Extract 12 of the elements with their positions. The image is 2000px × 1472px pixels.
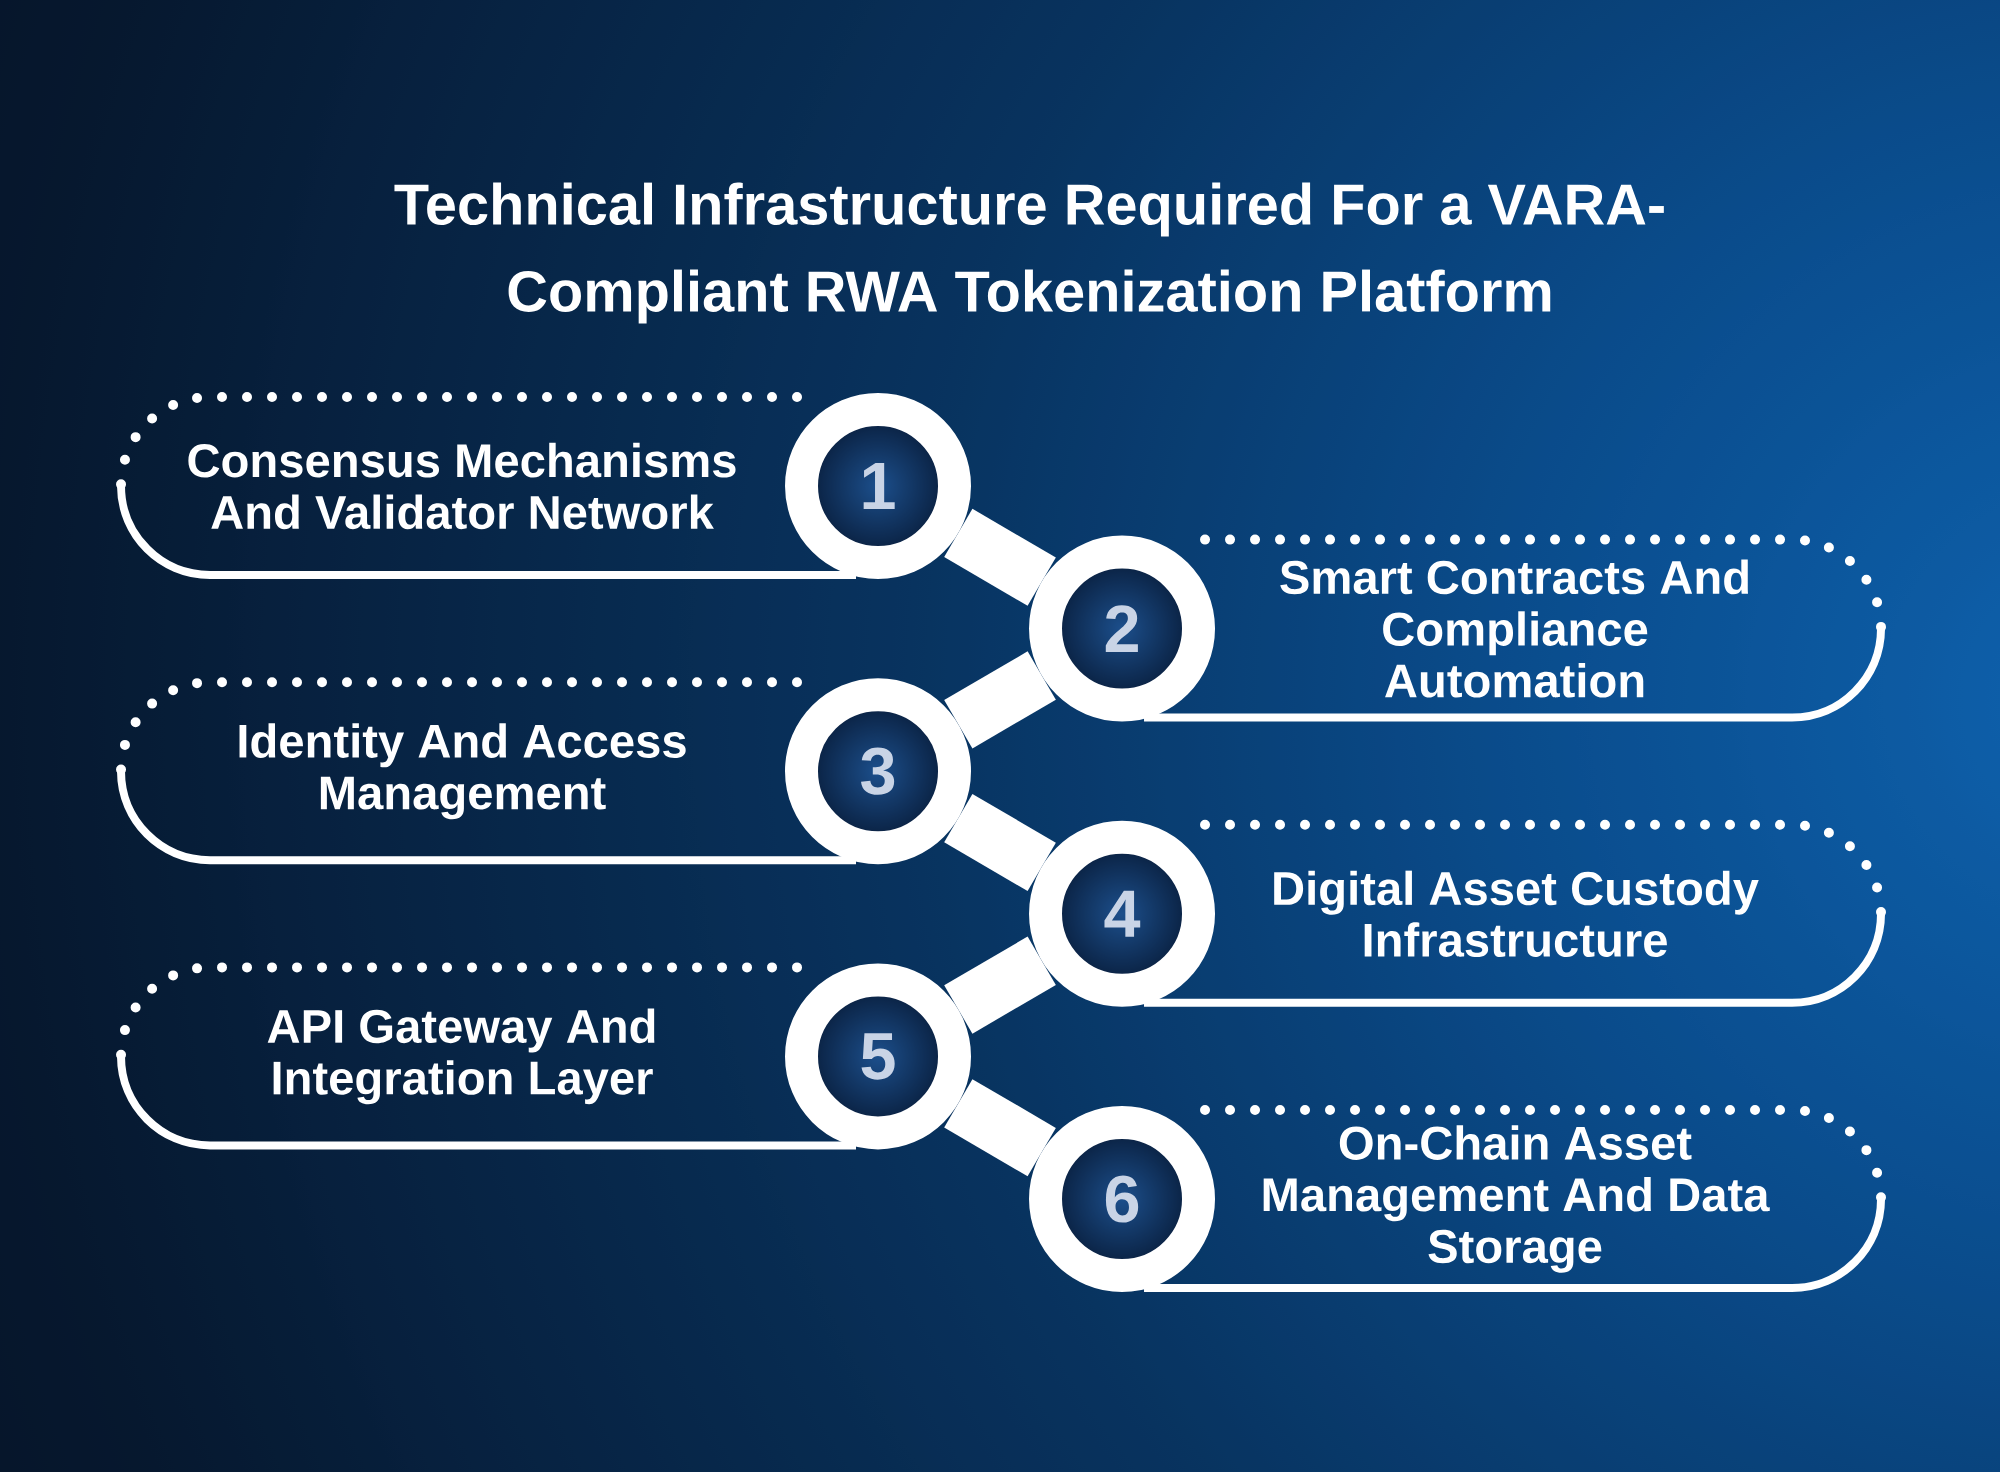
step-box: On-Chain Asset Management And Data Storage — [1144, 1105, 1886, 1292]
connector — [944, 793, 1056, 892]
step-box: Identity And Access Management — [116, 677, 856, 865]
step-box: Smart Contracts And Compliance Automation — [1144, 534, 1886, 722]
connector — [944, 651, 1056, 749]
connector — [944, 508, 1056, 606]
connector — [944, 1079, 1056, 1177]
step-box: Consensus Mechanisms And Validator Network — [116, 392, 856, 579]
title: Technical Infrastructure Required For a VARA- Compliant RWA Tokenization Platform — [394, 182, 1664, 324]
connector — [944, 936, 1056, 1034]
step-box: API Gateway And Integration Layer — [116, 962, 856, 1150]
step-box: Digital Asset Custody Infrastructure — [1144, 819, 1886, 1007]
